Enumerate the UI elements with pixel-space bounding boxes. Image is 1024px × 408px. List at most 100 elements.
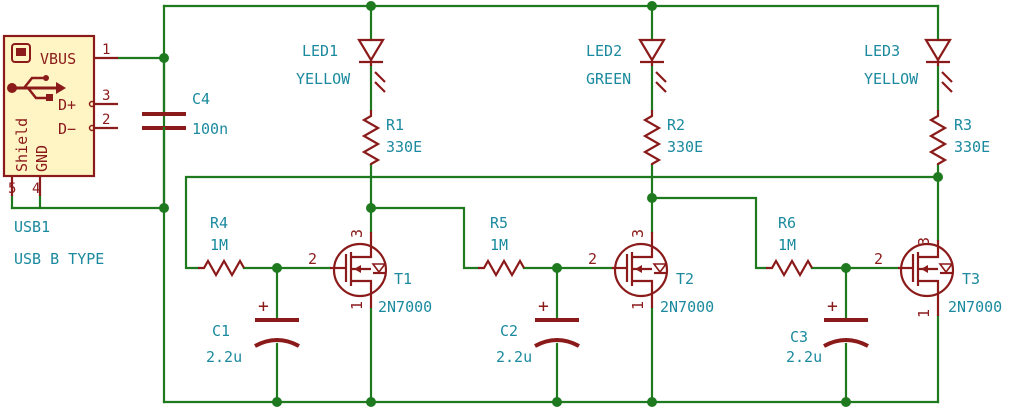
capacitor-c3-value: 2.2u (786, 348, 822, 366)
mosfet-t2-body (613, 242, 669, 298)
resistor-r2: R2 330E (642, 110, 703, 165)
mosfet-t2-pin-drain: 3 (629, 229, 647, 238)
mosfet-t3-arrow (921, 265, 928, 273)
mosfet-t3-ref: T3 (962, 270, 980, 288)
capacitor-c2-ref: C2 (500, 322, 518, 340)
capacitor-c1-value: 2.2u (206, 348, 242, 366)
led-led1-arrow (374, 81, 386, 93)
led-led3-value: YELLOW (864, 70, 919, 88)
pin-number-5: 5 (8, 181, 16, 197)
capacitor-c3-polarity: + (827, 296, 838, 317)
connector-value: USB B TYPE (14, 250, 104, 268)
mosfet-t1-drain (351, 232, 373, 259)
junction-dot (647, 397, 657, 407)
led-led2-ref: LED2 (586, 42, 622, 60)
pin-number-1: 1 (102, 42, 110, 58)
mosfet-t3-value: 2N7000 (948, 298, 1002, 316)
mosfet-t1-value: 2N7000 (378, 298, 432, 316)
capacitor-c2-value: 2.2u (496, 348, 532, 366)
resistor-r5-value: 1M (490, 236, 508, 254)
usb-plug-icon (11, 43, 31, 63)
pin-name-shield: Shield (13, 118, 31, 172)
pin-number-2: 2 (102, 112, 110, 128)
junction-dot (366, 1, 376, 11)
resistor-r5-zigzag (478, 258, 525, 278)
led-led2: LED2 GREEN (586, 38, 667, 93)
mosfet-t3-source (918, 279, 940, 316)
mosfet-t3-pin-gate: 2 (874, 250, 883, 268)
led-led2-value: GREEN (586, 70, 631, 88)
pin-name-dminus: D− (58, 120, 76, 138)
mosfet-t3-diode (938, 263, 954, 274)
pin-name-dplus: D+ (58, 96, 76, 114)
resistor-r3-ref: R3 (954, 116, 972, 134)
mosfet-t1-pin-drain: 3 (348, 229, 366, 238)
capacitor-c4-value: 100n (192, 120, 228, 138)
resistor-r6-ref: R6 (778, 214, 796, 232)
capacitor-c3: + C3 2.2u (786, 296, 869, 366)
mosfet-t1-pin-gate: 2 (308, 250, 317, 268)
pin-number-4: 4 (32, 181, 40, 197)
no-connect-dminus (88, 124, 96, 132)
mosfet-t2-source (632, 279, 654, 308)
junction-dot (552, 397, 562, 407)
led-led1: LED1 YELLOW (296, 38, 386, 93)
led-led1-triangle (357, 38, 385, 63)
capacitor-c3-plate-curved (823, 338, 869, 348)
led-led2-arrow (655, 81, 667, 93)
led-led1-arrow (374, 71, 386, 83)
mosfet-t1-body (332, 242, 388, 298)
led-led3-ref: LED3 (864, 42, 900, 60)
wire-t2-r6 (650, 196, 768, 270)
mosfet-t1-diode (371, 263, 387, 274)
capacitor-c1-polarity: + (258, 296, 269, 317)
led-led3: LED3 YELLOW (864, 38, 953, 93)
resistor-r3-zigzag (928, 110, 948, 165)
resistor-r3-value: 330E (954, 138, 990, 156)
led-led2-arrow (655, 71, 667, 83)
capacitor-c2-polarity: + (538, 296, 549, 317)
connector-ref: USB1 (14, 218, 50, 236)
resistor-r6-zigzag (766, 258, 813, 278)
mosfet-t2-arrow (635, 265, 642, 273)
junction-dot (366, 203, 376, 213)
resistor-r1: R1 330E (361, 110, 422, 165)
wire-feedback-r3-r4 (184, 175, 940, 270)
mosfet-t2-pin-source: 1 (629, 301, 647, 310)
mosfet-t3: 2 3 1 T3 2N7000 (874, 237, 1002, 318)
pin-name-vbus: VBUS (40, 50, 76, 68)
resistor-r5: R5 1M (478, 214, 525, 278)
capacitor-c2: + C2 2.2u (496, 296, 580, 366)
led-led2-triangle (638, 38, 666, 63)
capacitor-c4-ref: C4 (192, 90, 210, 108)
resistor-r2-zigzag (642, 110, 662, 165)
capacitor-c4: C4 100n (142, 90, 228, 210)
mosfet-t1-arrow (354, 265, 361, 273)
capacitor-c2-plate-curved (534, 338, 580, 348)
mosfet-t2-pin-gate: 2 (588, 250, 597, 268)
resistor-r5-ref: R5 (490, 214, 508, 232)
usb-connector-body (2, 34, 96, 178)
mosfet-t1-source (351, 279, 373, 308)
mosfet-t2-ref: T2 (676, 270, 694, 288)
junction-dot (647, 193, 657, 203)
resistor-r2-ref: R2 (667, 116, 685, 134)
mosfet-t2-diode (652, 263, 668, 274)
led-led3-arrow (941, 81, 953, 93)
junction-dot (272, 397, 282, 407)
usb-plug-icon-inner (16, 48, 26, 56)
mosfet-t1: 2 3 1 T1 2N7000 (308, 229, 432, 316)
mosfet-t2-value: 2N7000 (660, 298, 714, 316)
capacitor-c3-ref: C3 (790, 328, 808, 346)
mosfet-t1-ref: T1 (394, 270, 412, 288)
junction-dot (647, 1, 657, 11)
no-connect-dplus (88, 100, 96, 108)
resistor-r1-ref: R1 (386, 116, 404, 134)
junction-dot (933, 172, 943, 182)
resistor-r4: R4 1M (198, 214, 245, 278)
junction-dot (841, 397, 851, 407)
resistor-r2-value: 330E (667, 138, 703, 156)
junction-dot (159, 53, 169, 63)
pin-number-3: 3 (102, 88, 110, 104)
capacitor-c1: + C1 2.2u (206, 296, 300, 366)
